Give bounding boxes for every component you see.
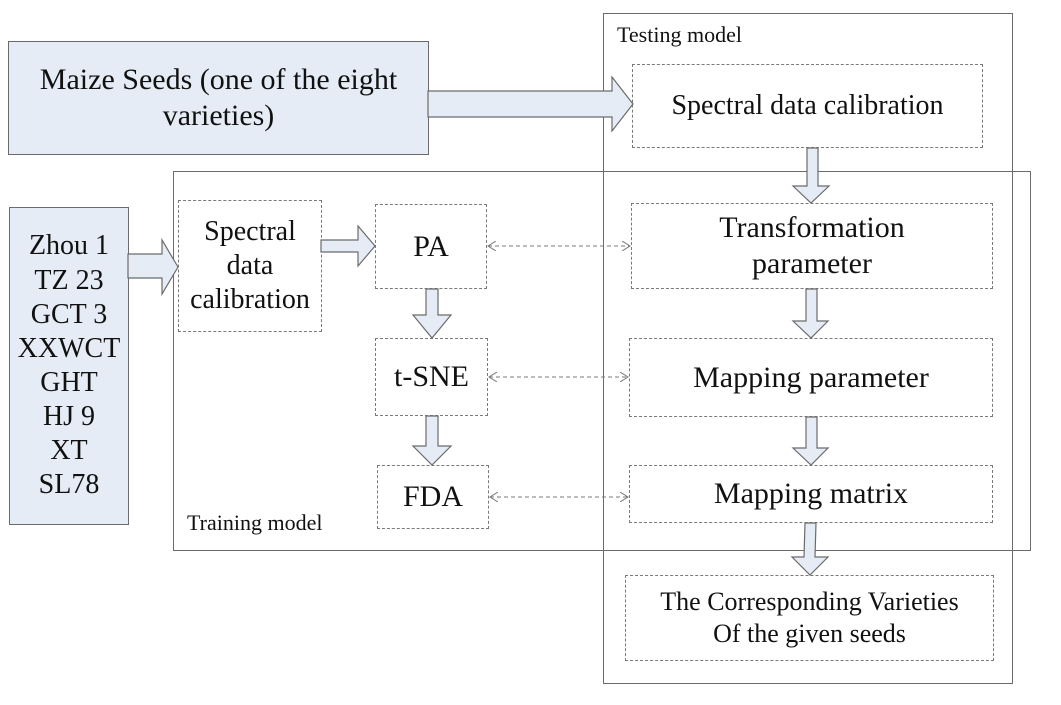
training-spectral-line: Spectral	[204, 215, 296, 247]
variety-item: Zhou 1	[28, 230, 110, 262]
result-line: Of the given seeds	[713, 619, 906, 648]
training-model-title: Training model	[187, 510, 323, 535]
arrow-right-icon	[427, 75, 634, 133]
result-line: The Corresponding Varieties	[660, 586, 959, 616]
pa-label: PA	[413, 229, 449, 263]
variety-item: XT	[50, 435, 88, 467]
variety-item: GHT	[40, 367, 98, 398]
fda-box: FDA	[377, 465, 489, 529]
fda-label: FDA	[402, 480, 463, 513]
variety-item: GCT 3	[30, 298, 108, 330]
variety-item: HJ 9	[42, 401, 96, 433]
arrow-right-icon	[320, 224, 376, 268]
transformation-line: Transformation	[719, 211, 905, 244]
maize-seeds-box: Maize Seeds (one of the eight varieties)	[8, 41, 429, 155]
training-model-frame	[173, 171, 1031, 551]
testing-model-title: Testing model	[617, 22, 742, 47]
variety-item: XXWCT	[17, 332, 121, 364]
arrow-right-icon	[127, 237, 179, 297]
arrow-down-icon	[790, 522, 830, 576]
varieties-box: Zhou 1 TZ 23 GCT 3 XXWCT GHT HJ 9 XT SL7…	[9, 207, 129, 525]
arrow-down-icon	[791, 147, 831, 204]
training-spectral-line: data	[226, 249, 274, 281]
training-spectral-calibration-box: Spectral data calibration	[178, 200, 322, 332]
arrow-down-icon	[411, 415, 453, 466]
tsne-label: t-SNE	[394, 360, 469, 393]
variety-item: SL78	[38, 469, 100, 501]
pa-box: PA	[375, 204, 487, 289]
result-box: The Corresponding Varieties Of the given…	[625, 575, 994, 661]
testing-spectral-label: Spectral data calibration	[671, 89, 944, 121]
arrow-down-icon	[791, 416, 830, 466]
maize-seeds-label: Maize Seeds (one of the eight varieties)	[39, 63, 398, 132]
mapping-parameter-label: Mapping parameter	[693, 360, 929, 394]
testing-model-frame	[603, 13, 1013, 684]
arrow-down-icon	[411, 288, 453, 339]
tsne-box: t-SNE	[375, 338, 488, 416]
mapping-matrix-label: Mapping matrix	[713, 477, 909, 510]
transformation-line: parameter	[752, 247, 872, 280]
arrow-down-icon	[791, 288, 830, 339]
variety-item: TZ 23	[34, 264, 104, 296]
transformation-parameter-box: Transformation parameter	[631, 203, 993, 289]
training-spectral-line: calibration	[190, 284, 310, 316]
